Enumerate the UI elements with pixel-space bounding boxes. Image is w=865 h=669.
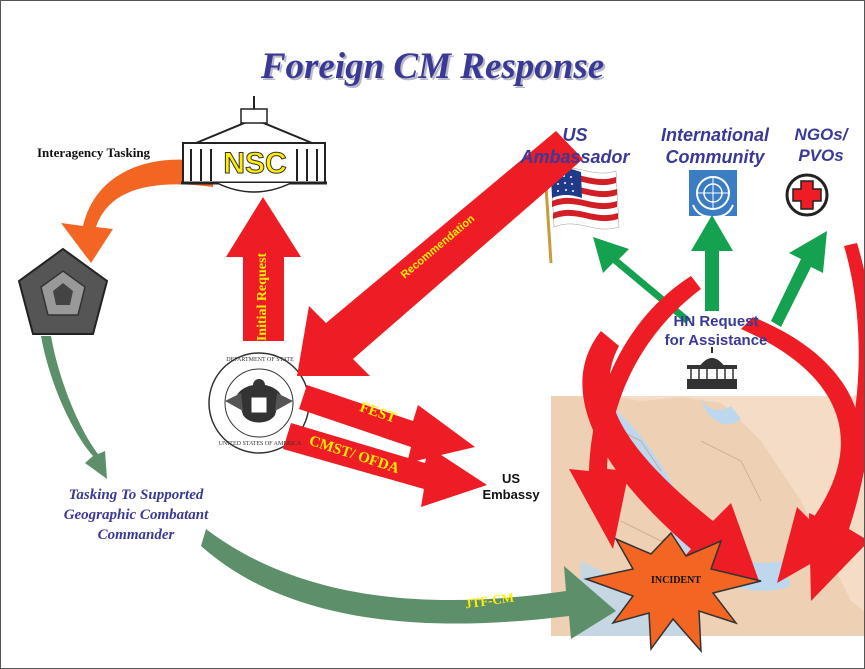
label-us-ambassador-line1: US (562, 125, 588, 145)
label-ngos-line2: PVOs (798, 146, 844, 165)
initial-request-arrow (226, 197, 301, 341)
fest-arrow (299, 385, 475, 463)
label-hn-request-line2: for Assistance (664, 332, 768, 349)
label-initial-request: Initial Request (255, 252, 270, 342)
label-tasking-line2: Geographic Combatant (63, 507, 209, 523)
label-embassy-line1: US (501, 471, 521, 486)
jtf-cm-arrow (201, 529, 616, 639)
label-international-line1: International (660, 125, 769, 145)
incident-arrows (569, 243, 864, 601)
hn-request-arrows (593, 215, 827, 327)
state-department-seal (208, 352, 310, 454)
label-hn-request-line1: HN Request (673, 313, 759, 330)
cmst-arrow (283, 423, 487, 507)
seal-text-bottom: UNITED STATES OF AMERICA (218, 441, 302, 447)
red-cross-icon (785, 173, 829, 217)
page-title: Foreign CM Response (260, 46, 605, 87)
seal-text-top: DEPARTMENT OF STATE (226, 357, 294, 363)
un-emblem-icon (689, 170, 737, 219)
pentagon-icon (17, 247, 109, 335)
interagency-arrow (61, 159, 213, 263)
label-incident: INCIDENT (650, 575, 701, 586)
recommendation-arrow (297, 131, 583, 376)
label-interagency-tasking: Interagency Tasking (37, 145, 151, 160)
label-tasking-line3: Commander (97, 527, 175, 543)
label-international-line2: Community (665, 147, 765, 167)
label-nsc: NSC (223, 147, 287, 181)
capitol-icon (687, 347, 737, 389)
incident-star (583, 531, 762, 654)
label-ngos-line1: NGOs/ (794, 125, 848, 144)
tasking-arrow (41, 336, 107, 479)
label-us-ambassador-line2: Ambassador (520, 147, 630, 167)
label-embassy-line2: Embassy (482, 487, 540, 502)
label-tasking-line1: Tasking To Supported (68, 487, 204, 503)
white-house-icon (181, 96, 327, 193)
